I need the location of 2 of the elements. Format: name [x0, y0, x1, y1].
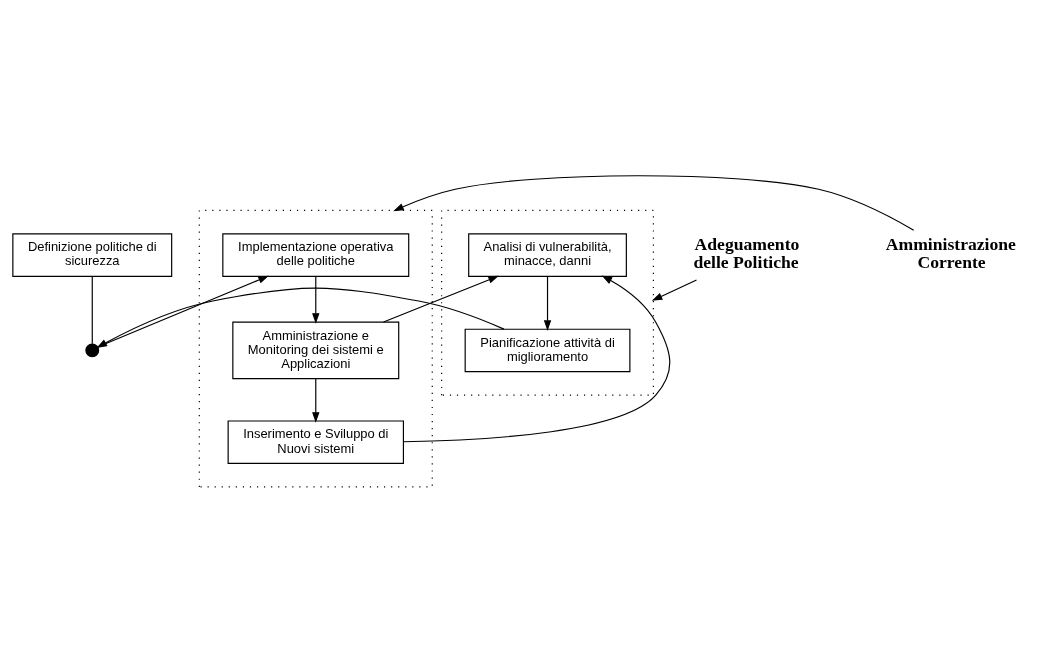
- node-text: Adeguamento delle Politiche: [693, 233, 800, 272]
- node-text: Amministrazione Corrente: [885, 233, 1016, 272]
